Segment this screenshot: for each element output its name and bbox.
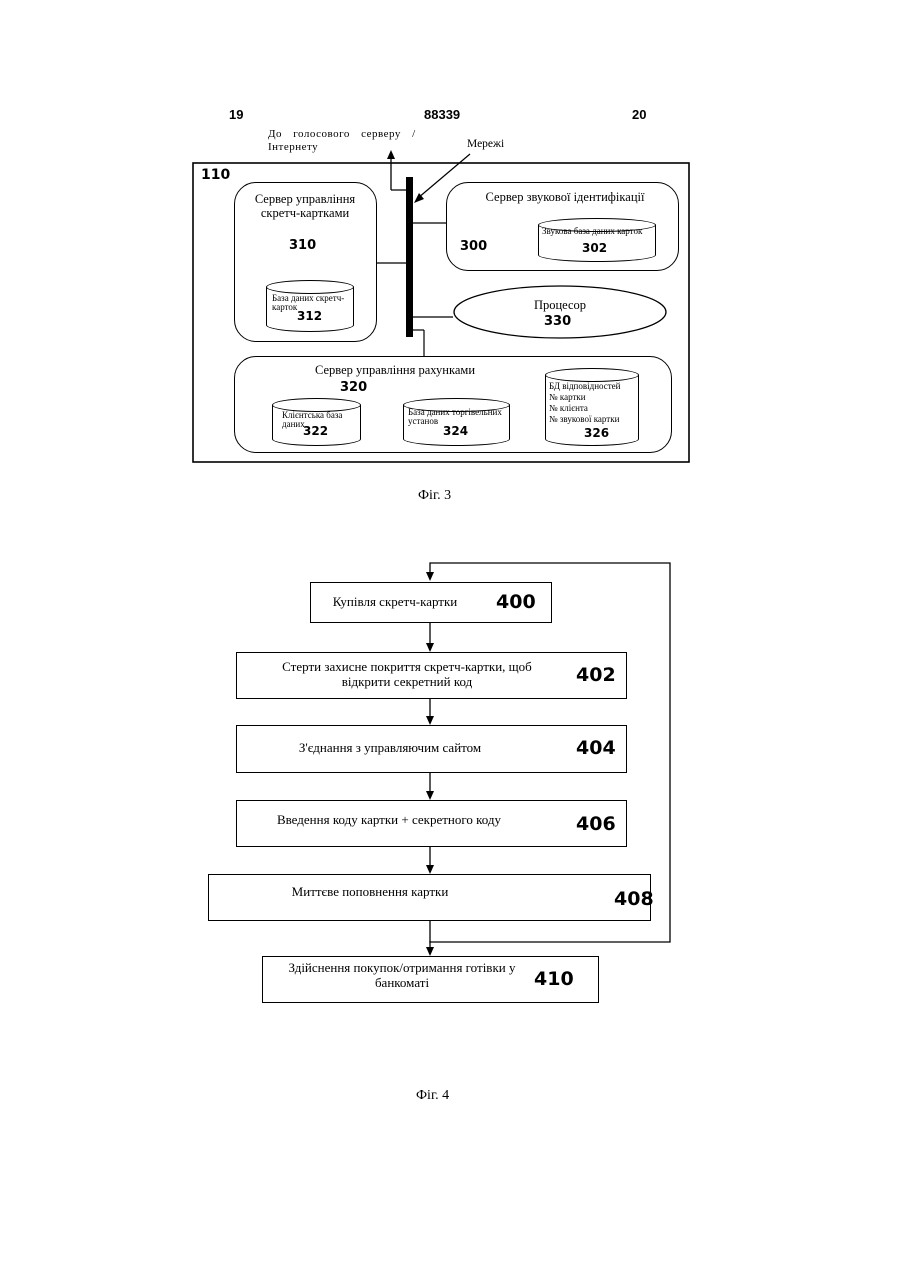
sound-card-db-label: Звукова база даних карток bbox=[542, 227, 654, 236]
flow-step-text: Миттєве поповнення картки bbox=[270, 884, 470, 899]
flow-step-number: 406 bbox=[576, 813, 616, 835]
network-label: Мережі bbox=[467, 138, 504, 150]
figure-3-caption: Фіг. 3 bbox=[418, 488, 451, 504]
voice-server-label: До голосового серверу / Інтернету bbox=[268, 128, 428, 154]
sound-id-server-number: 300 bbox=[460, 239, 487, 254]
client-db-number: 322 bbox=[303, 424, 328, 438]
sound-id-server-label: Сервер звукової ідентифікації bbox=[460, 190, 670, 204]
processor-number: 330 bbox=[544, 314, 571, 329]
mapping-db-line: № звукової картки bbox=[549, 414, 641, 425]
accounts-server-label: Сервер управління рахунками bbox=[290, 363, 500, 377]
merchant-db-number: 324 bbox=[443, 424, 468, 438]
mapping-db-line: № картки bbox=[549, 392, 641, 403]
flow-step-text: Введення коду картки + секретного коду bbox=[254, 812, 524, 827]
flow-step-number: 400 bbox=[496, 591, 536, 613]
flow-step-number: 402 bbox=[576, 664, 616, 686]
flow-step-number: 408 bbox=[614, 888, 654, 910]
scratch-card-server-number: 310 bbox=[289, 238, 316, 253]
system-id: 110 bbox=[201, 167, 230, 183]
figure-4-caption: Фіг. 4 bbox=[416, 1088, 449, 1104]
flow-step-text: Купівля скретч-картки bbox=[320, 594, 470, 609]
sound-card-db bbox=[538, 218, 656, 262]
mapping-db-lines: БД відповідностей № картки № клієнта № з… bbox=[549, 381, 641, 425]
flow-step-text: Здійснення покупок/отримання готівки у б… bbox=[268, 960, 536, 990]
flow-step-number: 404 bbox=[576, 737, 616, 759]
processor-label: Процесор bbox=[510, 298, 610, 312]
sound-card-db-number: 302 bbox=[582, 241, 607, 255]
mapping-db-line: БД відповідностей bbox=[549, 381, 641, 392]
figure-3-connectors bbox=[0, 0, 900, 560]
mapping-db-number: 326 bbox=[584, 426, 609, 440]
accounts-server-number: 320 bbox=[340, 380, 367, 395]
flow-step-number: 410 bbox=[534, 968, 574, 990]
scratch-card-db-number: 312 bbox=[297, 309, 322, 323]
scratch-card-server-label: Сервер управління скретч-картками bbox=[250, 192, 360, 220]
flow-step-text: Стерти захисне покриття скретч-картки, щ… bbox=[262, 659, 552, 689]
mapping-db-line: № клієнта bbox=[549, 403, 641, 414]
flow-step-text: З'єднання з управляючим сайтом bbox=[270, 740, 510, 755]
